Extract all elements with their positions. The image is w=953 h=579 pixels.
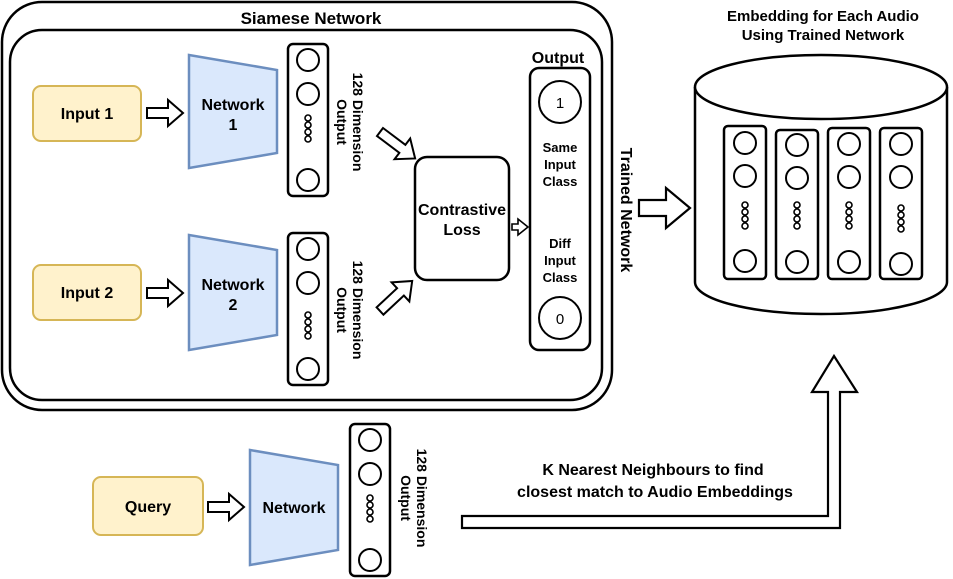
stored-embedding-4 [878, 126, 924, 281]
stored-embedding-3 [826, 126, 872, 281]
query-network-label: Network [262, 500, 325, 517]
output-same-line1: Same [543, 140, 578, 155]
output-same-line2: Input [544, 157, 576, 172]
stored-embedding-1 [722, 124, 768, 281]
arrow-input1-to-network1 [146, 97, 185, 129]
network-1-label-line2: 1 [229, 117, 238, 134]
stored-embedding-2 [774, 128, 820, 281]
svg-text:128 Dimension: 128 Dimension [414, 449, 430, 548]
input-1-label: Input 1 [61, 106, 114, 123]
input-2-label: Input 2 [61, 285, 114, 302]
arrow-input2-to-network2 [146, 277, 185, 309]
query-box [92, 476, 204, 536]
output-diff-circle [538, 296, 582, 340]
network-2-label-line1: Network [201, 277, 264, 294]
contrastive-loss-box [413, 155, 511, 282]
network-1-trapezoid [187, 53, 279, 170]
database-title-line2: Using Trained Network [742, 27, 905, 44]
siamese-outer-frame [0, 0, 614, 412]
arrow-embedding1-to-loss [375, 126, 417, 161]
knn-label-line2: closest match to Audio Embeddings [517, 484, 793, 501]
svg-text:Output: Output [334, 287, 350, 333]
arrow-query-to-network [207, 491, 246, 523]
embedding-vector-2 [286, 231, 330, 387]
siamese-title: Siamese Network [241, 9, 382, 28]
svg-text:128 Dimension: 128 Dimension [350, 261, 366, 360]
contrastive-loss-line2: Loss [443, 222, 480, 239]
embedding-2-label: 128 Dimension Output [334, 261, 366, 360]
arrow-to-database [637, 185, 692, 231]
svg-text:128 Dimension: 128 Dimension [350, 73, 366, 172]
arrow-embedding2-to-loss [375, 279, 414, 317]
network-2-label-line2: 2 [229, 297, 238, 314]
output-diff-line1: Diff [549, 236, 571, 251]
knn-arrow [460, 353, 860, 530]
embedding-vector-1 [286, 42, 330, 198]
output-same-value: 1 [556, 95, 564, 112]
output-same-line3: Class [543, 174, 578, 189]
trained-network-label: Trained Network [617, 148, 634, 273]
input-1-box [32, 85, 142, 142]
siamese-inner-frame [8, 28, 604, 402]
svg-text:Output: Output [398, 475, 414, 521]
embedding-1-label: 128 Dimension Output [334, 73, 366, 172]
query-label: Query [125, 499, 171, 516]
output-diff-line2: Input [544, 253, 576, 268]
output-box [528, 66, 592, 352]
arrow-loss-to-output [511, 217, 530, 237]
query-network-trapezoid [248, 448, 340, 567]
network-1-label-line1: Network [201, 97, 264, 114]
query-embedding-label: 128 Dimension Output [398, 449, 430, 548]
contrastive-loss-line1: Contrastive [418, 202, 506, 219]
output-same-circle [538, 80, 582, 124]
svg-text:Output: Output [334, 99, 350, 145]
query-embedding-vector [348, 422, 392, 578]
output-diff-value: 0 [556, 311, 564, 328]
network-2-trapezoid [187, 233, 279, 352]
input-2-box [32, 264, 142, 321]
knn-label-line1: K Nearest Neighbours to find [542, 462, 763, 479]
svg-text:Trained Network: Trained Network [617, 148, 634, 273]
output-diff-line3: Class [543, 270, 578, 285]
database-title-line1: Embedding for Each Audio [727, 8, 919, 25]
output-title: Output [532, 50, 585, 67]
